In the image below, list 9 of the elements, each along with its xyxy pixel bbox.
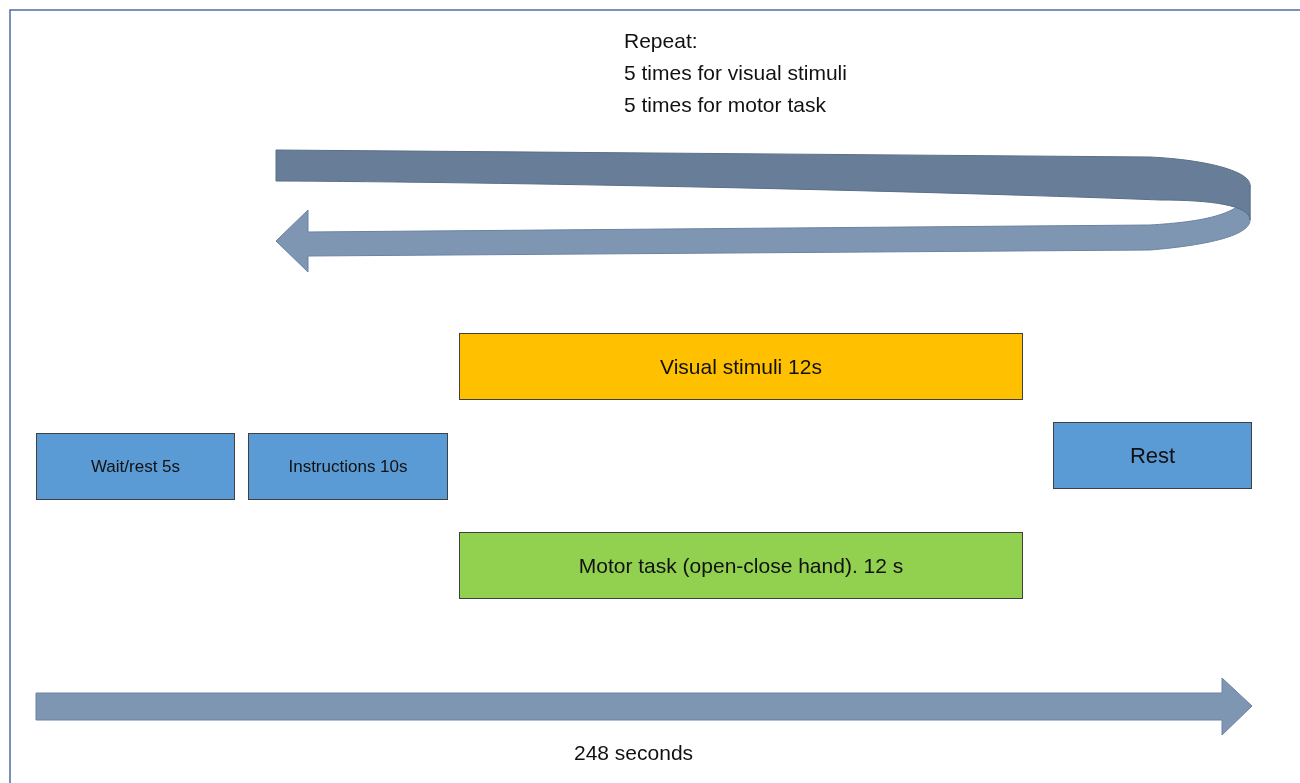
phase-box: Instructions 10s <box>248 433 448 500</box>
duration-label: 248 seconds <box>574 741 694 765</box>
phase-box: Wait/rest 5s <box>36 433 235 500</box>
stimulus-box: Visual stimuli 12s <box>459 333 1023 400</box>
repeat-note: 5 times for motor task <box>624 93 826 117</box>
repeat-note: 5 times for visual stimuli <box>624 61 847 85</box>
repeat-note: Repeat: <box>624 29 698 53</box>
task-box: Motor task (open-close hand). 12 s <box>459 532 1023 599</box>
phase-box: Rest <box>1053 422 1252 489</box>
